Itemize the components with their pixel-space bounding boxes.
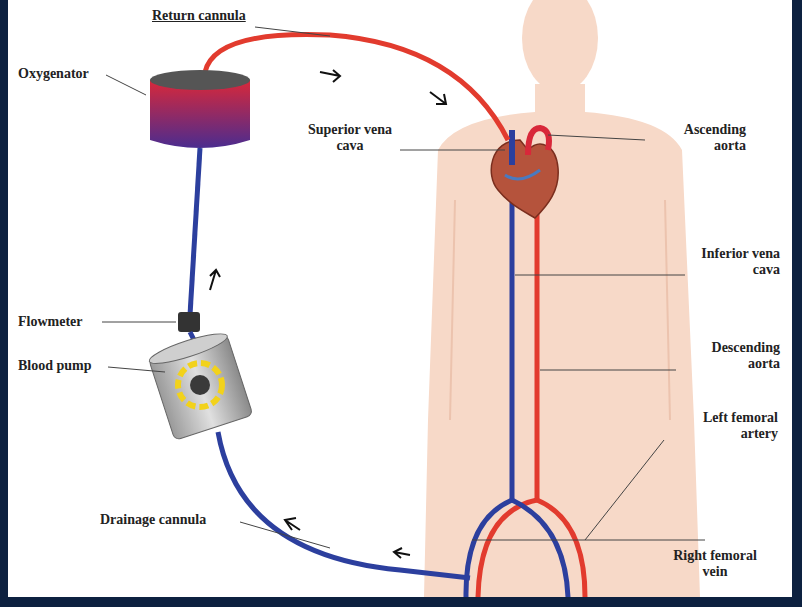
right-femoral-artery xyxy=(478,500,537,597)
part-label: Descending aorta xyxy=(678,340,780,372)
head xyxy=(522,0,598,92)
flowmeter xyxy=(178,312,200,332)
flow-arrow xyxy=(210,270,220,290)
part-label: Return cannula xyxy=(152,8,262,24)
drainage-cannula xyxy=(218,432,470,578)
part-label: Blood pump xyxy=(18,358,108,374)
right-femoral-vein xyxy=(466,500,512,597)
coronary-vessel xyxy=(505,170,540,179)
part-label: Oxygenator xyxy=(18,66,108,82)
inferior-vena-cava xyxy=(510,190,515,500)
blood-pump xyxy=(147,328,253,440)
part-label: Drainage cannula xyxy=(100,512,240,528)
pump-hub xyxy=(190,375,210,395)
flow-arrow xyxy=(430,92,446,104)
part-label: Left femoral artery xyxy=(666,410,778,442)
part-label: Superior vena cava xyxy=(300,122,400,154)
pump-rotor xyxy=(178,363,222,407)
part-label: Flowmeter xyxy=(18,314,104,330)
oxygenator xyxy=(150,80,250,148)
heart xyxy=(491,140,558,218)
flow-arrow xyxy=(394,548,410,558)
descending-aorta xyxy=(535,190,540,500)
aortic-arch xyxy=(528,128,549,155)
flow-arrow xyxy=(285,518,300,530)
body-silhouette xyxy=(424,84,700,597)
flow-arrow xyxy=(320,70,340,82)
panel xyxy=(8,0,792,597)
leader-lines xyxy=(102,27,705,548)
part-label: Ascending aorta xyxy=(650,122,746,154)
left-femoral-vein xyxy=(512,500,568,597)
arm-outline xyxy=(450,200,670,420)
part-label: Inferior vena cava xyxy=(688,246,780,278)
part-label: Right femoral vein xyxy=(660,548,770,580)
left-femoral-artery xyxy=(537,500,585,597)
oxygenator-top xyxy=(150,70,250,90)
superior-vena-cava xyxy=(509,130,515,165)
tubing xyxy=(190,148,200,315)
